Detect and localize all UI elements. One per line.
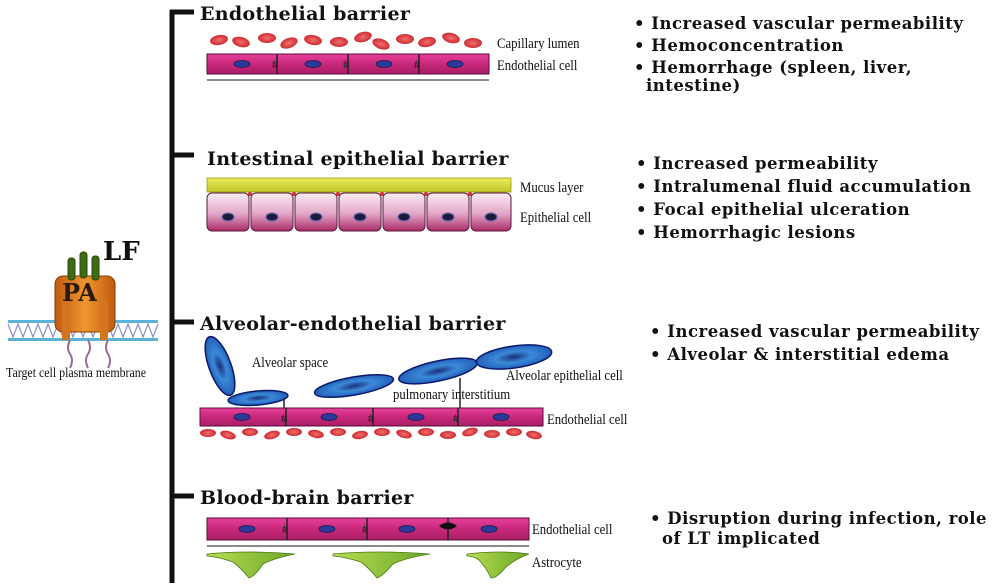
- svg-text:#: #: [414, 57, 420, 71]
- toxin-membrane-panel: LF PA Target cell plasma membrane: [0, 237, 170, 390]
- blood-brain-barrier-illustration: # #: [206, 517, 530, 579]
- endothelial-barrier-illustration: # # #: [206, 31, 490, 81]
- section-title-blood-brain: Blood-brain barrier: [200, 487, 414, 509]
- alveolar-epithelial-cells: [204, 335, 553, 407]
- pa-label: PA: [62, 278, 97, 307]
- mucus-layer: [206, 177, 512, 193]
- lf-label: LF: [103, 237, 140, 267]
- capillary-lumen-label: Capillary lumen: [497, 36, 580, 52]
- endothelial-cell-label: Endothelial cell: [547, 412, 628, 428]
- effect-item: Hemorrhagic lesions: [636, 221, 971, 244]
- svg-text:#: #: [368, 411, 374, 425]
- alveolar-epithelial-cell-label: Alveolar epithelial cell: [506, 368, 623, 384]
- section-title-endothelial: Endothelial barrier: [200, 3, 411, 25]
- svg-text:#: #: [362, 522, 368, 536]
- bracket-connector: [169, 9, 194, 583]
- section-title-alveolar: Alveolar-endothelial barrier: [200, 313, 506, 335]
- endothelial-cell-layer: # # #: [206, 53, 490, 81]
- svg-text:#: #: [343, 57, 349, 71]
- protective-antigen-icon: [54, 275, 116, 340]
- red-blood-cells: [200, 427, 542, 440]
- red-blood-cells: [210, 31, 482, 50]
- endothelial-effects-list: Increased vascular permeability Hemoconc…: [634, 13, 963, 97]
- effect-item: Focal epithelial ulceration: [636, 198, 971, 221]
- pulmonary-interstitium-label: pulmonary interstitium: [393, 387, 511, 403]
- svg-text:#: #: [272, 57, 278, 71]
- membrane-caption: Target cell plasma membrane: [6, 366, 147, 381]
- alveolar-effects-list: Increased vascular permeability Alveolar…: [650, 320, 979, 366]
- effect-item: Hemorrhage (spleen, liver,: [634, 57, 963, 79]
- endothelial-cell-label: Endothelial cell: [532, 522, 613, 538]
- alveolar-space-label: Alveolar space: [252, 355, 329, 371]
- endothelial-cell-label: Endothelial cell: [497, 58, 578, 74]
- effect-item: Increased vascular permeability: [650, 320, 979, 343]
- membrane-illustration: [7, 251, 159, 369]
- intestinal-barrier-illustration: [206, 177, 512, 232]
- intestinal-effects-list: Increased permeability Intralumenal flui…: [636, 152, 971, 244]
- svg-text:#: #: [282, 522, 288, 536]
- effect-item: Increased permeability: [636, 152, 971, 175]
- effect-item-continuation: of LT implicated: [662, 529, 821, 548]
- svg-text:#: #: [453, 411, 459, 425]
- pulmonary-endothelial-layer: # # #: [199, 407, 544, 427]
- receptor-icon: [67, 339, 111, 369]
- effect-item: Disruption during infection, role: [650, 508, 987, 530]
- brain-endothelial-layer: # #: [206, 517, 530, 547]
- effect-item: Alveolar & interstitial edema: [650, 343, 979, 366]
- astrocyte-label: Astrocyte: [532, 555, 582, 571]
- epithelial-cell-layer: [206, 192, 512, 232]
- effect-item: Hemoconcentration: [634, 35, 963, 57]
- section-title-intestinal: Intestinal epithelial barrier: [207, 148, 509, 170]
- blood-brain-effects-list: Disruption during infection, role of LT …: [650, 508, 987, 550]
- mucus-layer-label: Mucus layer: [520, 180, 584, 196]
- alveolar-barrier-illustration: # # #: [199, 335, 553, 440]
- epithelial-cell-label: Epithelial cell: [520, 210, 592, 226]
- astrocyte-icon: [206, 551, 530, 579]
- effect-item-continuation: intestine): [646, 76, 741, 95]
- effect-item: Intralumenal fluid accumulation: [636, 175, 971, 198]
- effect-item: Increased vascular permeability: [634, 13, 963, 35]
- svg-text:#: #: [281, 411, 287, 425]
- lethal-factor-icon: [67, 251, 100, 281]
